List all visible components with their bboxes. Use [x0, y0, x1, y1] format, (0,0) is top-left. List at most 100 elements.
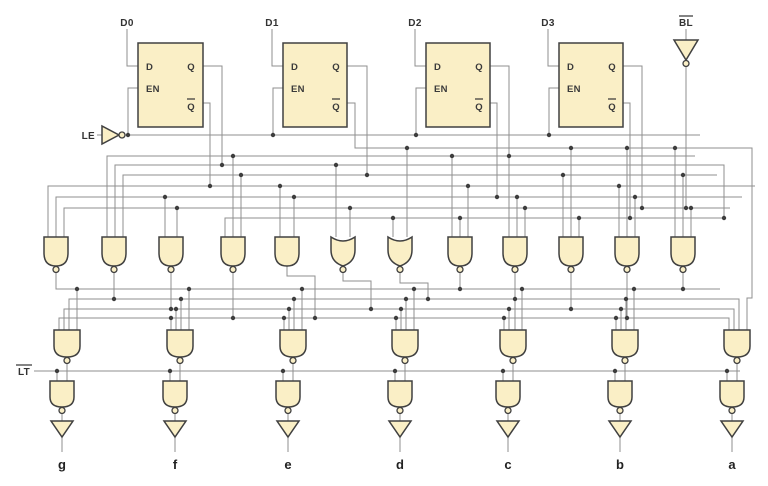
nand-gate-1-9: [502, 236, 528, 267]
nand-gate-1-3: [158, 236, 184, 267]
nand-gate-2-a: [723, 329, 751, 358]
latch-d1: D EN Q Q: [282, 42, 348, 128]
input-label-d1: D1: [265, 18, 279, 29]
nand-gate-2-e: [279, 329, 307, 358]
inversion-bubble: [621, 356, 629, 365]
nand-gate-1-4: [220, 236, 246, 267]
output-buffer-a: [719, 420, 745, 439]
nor-gate-1-7: [387, 235, 413, 267]
nand-gate-3-g: [49, 380, 75, 408]
nand-gate-2-g: [53, 329, 81, 358]
inverter-triangle-icon: [101, 124, 121, 146]
nand-gate-1-8: [447, 236, 473, 267]
latch-pin-en: EN: [291, 84, 305, 95]
latch-body: [282, 42, 348, 128]
nand-gate-3-d: [387, 380, 413, 408]
nand-gate-1-2: [101, 236, 127, 267]
nand-gate-3-c: [495, 380, 521, 408]
output-label-b: b: [616, 457, 624, 472]
inversion-bubble: [567, 265, 575, 274]
inversion-bubble: [511, 265, 519, 274]
nand-gate-2-c: [499, 329, 527, 358]
inversion-bubble: [616, 406, 624, 415]
input-label-d2: D2: [408, 18, 422, 29]
latch-pin-en: EN: [567, 84, 581, 95]
inversion-bubble: [504, 406, 512, 415]
inverter-triangle-icon: [672, 39, 700, 62]
nand-gate-2-d: [391, 329, 419, 358]
latch-pin-q: Q: [332, 62, 340, 73]
nand-gate-2-b: [611, 329, 639, 358]
nand-gate-1-12: [670, 236, 696, 267]
inversion-bubble: [679, 265, 687, 274]
latch-pin-q: Q: [475, 62, 483, 73]
gate-row-2: [53, 329, 751, 365]
latch-pin-d: D: [434, 62, 441, 73]
inversion-bubble: [229, 265, 237, 274]
nor-gate-1-6: [330, 235, 356, 267]
input-label-le: LE: [82, 131, 95, 142]
latch-body: [425, 42, 491, 128]
inversion-bubble: [284, 406, 292, 415]
inversion-bubble: [396, 406, 404, 415]
inversion-bubble: [682, 59, 690, 68]
le-inverter: [101, 124, 126, 146]
inversion-bubble: [167, 265, 175, 274]
latch-body: [137, 42, 204, 128]
inversion-bubble: [623, 265, 631, 274]
nand-gate-3-b: [607, 380, 633, 408]
inversion-bubble: [396, 265, 404, 274]
nand-gate-3-f: [162, 380, 188, 408]
output-label-c: c: [504, 457, 511, 472]
inversion-bubble: [339, 265, 347, 274]
nand-gate-1-10: [558, 236, 584, 267]
inversion-bubble: [58, 406, 66, 415]
latch-body: [558, 42, 624, 128]
output-buffer-b: [607, 420, 633, 439]
inversion-bubble: [176, 356, 184, 365]
junction-dots: [54, 132, 730, 374]
nand-gate-3-e: [275, 380, 301, 408]
output-label-f: f: [173, 457, 178, 472]
latch-pin-qbar: Q: [332, 102, 340, 113]
input-label-bl: BL: [679, 18, 693, 29]
latch-pin-qbar: Q: [475, 102, 483, 113]
inversion-bubble: [118, 131, 126, 139]
and-gate-1-5: [274, 236, 300, 267]
latch-pin-en: EN: [434, 84, 448, 95]
nand-gate-1-1: [43, 236, 69, 267]
latch-pin-qbar: Q: [608, 102, 616, 113]
bl-inverter: [672, 39, 700, 68]
latch-pin-d: D: [146, 62, 153, 73]
nand-gate-3-a: [719, 380, 745, 408]
inversion-bubble: [289, 356, 297, 365]
input-label-d0: D0: [120, 18, 134, 29]
gate-row-1: [43, 235, 696, 274]
wires-upper-bus: [47, 148, 755, 237]
output-label-a: a: [728, 457, 736, 472]
latch-d0: D EN Q Q: [137, 42, 204, 128]
output-label-d: d: [396, 457, 404, 472]
nand-gate-2-f: [166, 329, 194, 358]
output-buffer-g: [49, 420, 75, 439]
inversion-bubble: [509, 356, 517, 365]
wires-top: [97, 29, 753, 330]
nand-gate-1-11: [614, 236, 640, 267]
output-label-e: e: [284, 457, 291, 472]
gate-row-3: [49, 380, 745, 439]
output-buffer-d: [387, 420, 413, 439]
wires-mid-bus: [55, 266, 740, 330]
latch-pin-en: EN: [146, 84, 160, 95]
inversion-bubble: [52, 265, 60, 274]
output-buffer-e: [275, 420, 301, 439]
latch-d3: D EN Q Q: [558, 42, 624, 128]
input-label-d3: D3: [541, 18, 555, 29]
inversion-bubble: [733, 356, 741, 365]
latch-pin-qbar: Q: [187, 102, 195, 113]
inversion-bubble: [401, 356, 409, 365]
latch-pin-q: Q: [187, 62, 195, 73]
inversion-bubble: [110, 265, 118, 274]
latch-d2: D EN Q Q: [425, 42, 491, 128]
